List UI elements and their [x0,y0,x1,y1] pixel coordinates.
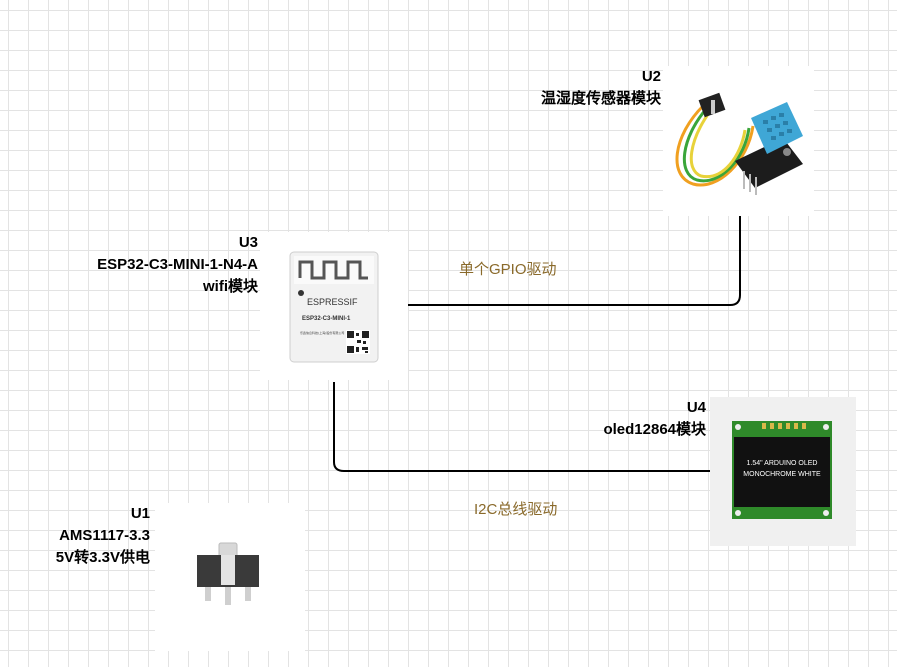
u1-label: U1 AMS1117-3.3 5V转3.3V供电 [56,503,150,569]
u2-label: U2 温湿度传感器模块 [541,66,661,110]
u3-ref: U3 [238,234,258,251]
u2-ref: U2 [641,68,661,85]
u3-label: U3 ESP32-C3-MINI-1-N4-A wifi模块 [97,232,258,298]
u4-name: oled12864模块 [603,421,706,438]
u1-regulator-image[interactable] [155,503,305,651]
u3-name: ESP32-C3-MINI-1-N4-A [97,256,258,273]
u3-chip-model: ESP32-C3-MINI-1 [302,316,351,322]
u2-sensor-image[interactable] [663,66,814,216]
u4-oled-image[interactable]: 1.54" ARDUINO OLED MONOCHROME WHITE [710,397,856,546]
u4-screen-line2: MONOCHROME WHITE [743,471,821,478]
u4-screen-line1: 1.54" ARDUINO OLED [747,460,818,467]
gpio-wire [408,210,741,306]
u2-name: 温湿度传感器模块 [540,90,661,107]
u3-chip-brand: ESPRESSIF [307,297,358,307]
u4-label: U4 oled12864模块 [603,397,706,441]
u3-desc: wifi模块 [203,278,258,295]
i2c-wire [333,382,712,472]
u4-ref: U4 [686,399,706,416]
u1-desc: 5V转3.3V供电 [55,549,150,566]
u3-chip-note: 乐鑫信息科技(上海)股份有限公司 [300,330,344,335]
u1-ref: U1 [130,505,150,522]
i2c-connection-label: I2C总线驱动 [474,501,558,518]
u3-module-image[interactable]: ESPRESSIF ESP32-C3-MINI-1 乐鑫信息科技(上海)股份有限… [260,232,408,380]
u1-name: AMS1117-3.3 [59,527,150,544]
gpio-connection-label: 单个GPIO驱动 [459,261,557,278]
